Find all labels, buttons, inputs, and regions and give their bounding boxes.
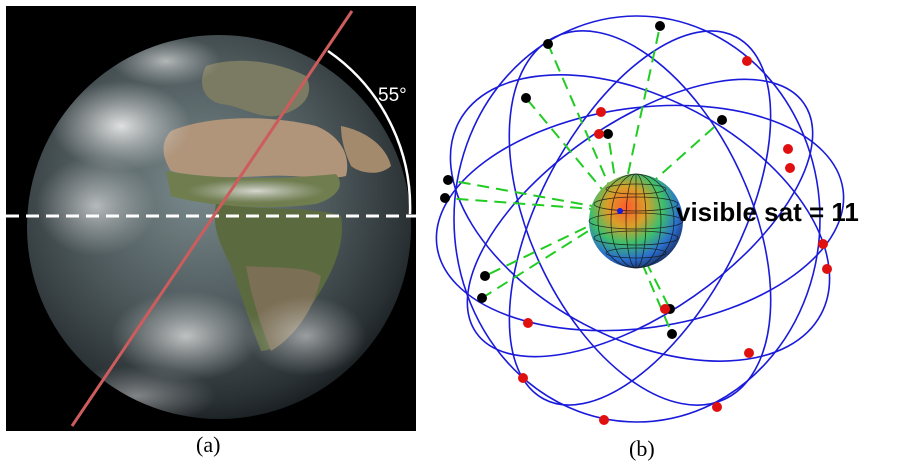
hidden-satellite bbox=[599, 415, 609, 425]
orbit-ring bbox=[508, 30, 772, 406]
visibility-line bbox=[447, 179, 621, 212]
earth-illustration: 55° bbox=[6, 10, 416, 427]
hidden-satellites bbox=[518, 56, 832, 425]
visible-satellite bbox=[717, 115, 727, 125]
visible-satellite bbox=[440, 193, 450, 203]
hidden-satellite bbox=[518, 373, 528, 383]
visible-satellite bbox=[655, 21, 665, 31]
orbit-ring bbox=[466, 78, 814, 358]
earth-image-panel: 55° bbox=[6, 6, 416, 431]
orbit-ring bbox=[453, 15, 821, 423]
visible-satellite bbox=[477, 293, 487, 303]
visibility-lines bbox=[444, 25, 723, 335]
visible-satellite bbox=[480, 271, 490, 281]
hidden-satellite bbox=[712, 402, 722, 412]
visible-satellite-count-label: visible sat = 11 bbox=[676, 197, 859, 227]
visibility-line bbox=[607, 133, 621, 212]
caption-b: (b) bbox=[629, 436, 655, 461]
hidden-satellite bbox=[744, 348, 754, 358]
orbit-ring bbox=[508, 30, 772, 406]
hidden-satellite bbox=[742, 56, 752, 66]
orbit-ring bbox=[435, 104, 845, 332]
orbit-ring bbox=[449, 74, 831, 362]
earth-surface bbox=[36, 36, 391, 419]
visibility-line bbox=[619, 25, 661, 212]
hidden-satellite bbox=[594, 129, 604, 139]
hidden-satellite bbox=[783, 144, 793, 154]
caption-a: (a) bbox=[196, 432, 221, 457]
visible-satellite bbox=[443, 175, 453, 185]
visible-satellite bbox=[543, 39, 553, 49]
inclination-angle-arc bbox=[327, 49, 412, 215]
inclined-orbit-line bbox=[70, 10, 354, 427]
hidden-satellite bbox=[523, 318, 533, 328]
hidden-satellite bbox=[818, 239, 828, 249]
gps-constellation-diagram: visible sat = 11 bbox=[435, 15, 859, 425]
receiver-marker bbox=[617, 208, 623, 214]
visible-satellite bbox=[603, 129, 613, 139]
hidden-satellite bbox=[822, 264, 832, 274]
constellation-panel: visible sat = 11 bbox=[430, 6, 899, 434]
hidden-satellite bbox=[785, 163, 795, 173]
earth-grid bbox=[588, 173, 684, 269]
visible-satellites bbox=[440, 21, 727, 339]
orbit-rings bbox=[435, 15, 845, 423]
visibility-line bbox=[547, 43, 621, 212]
visible-satellite bbox=[521, 93, 531, 103]
hidden-satellite bbox=[596, 107, 606, 117]
inclination-angle-label: 55° bbox=[378, 85, 407, 106]
hidden-satellite bbox=[660, 304, 670, 314]
visible-satellite bbox=[667, 329, 677, 339]
